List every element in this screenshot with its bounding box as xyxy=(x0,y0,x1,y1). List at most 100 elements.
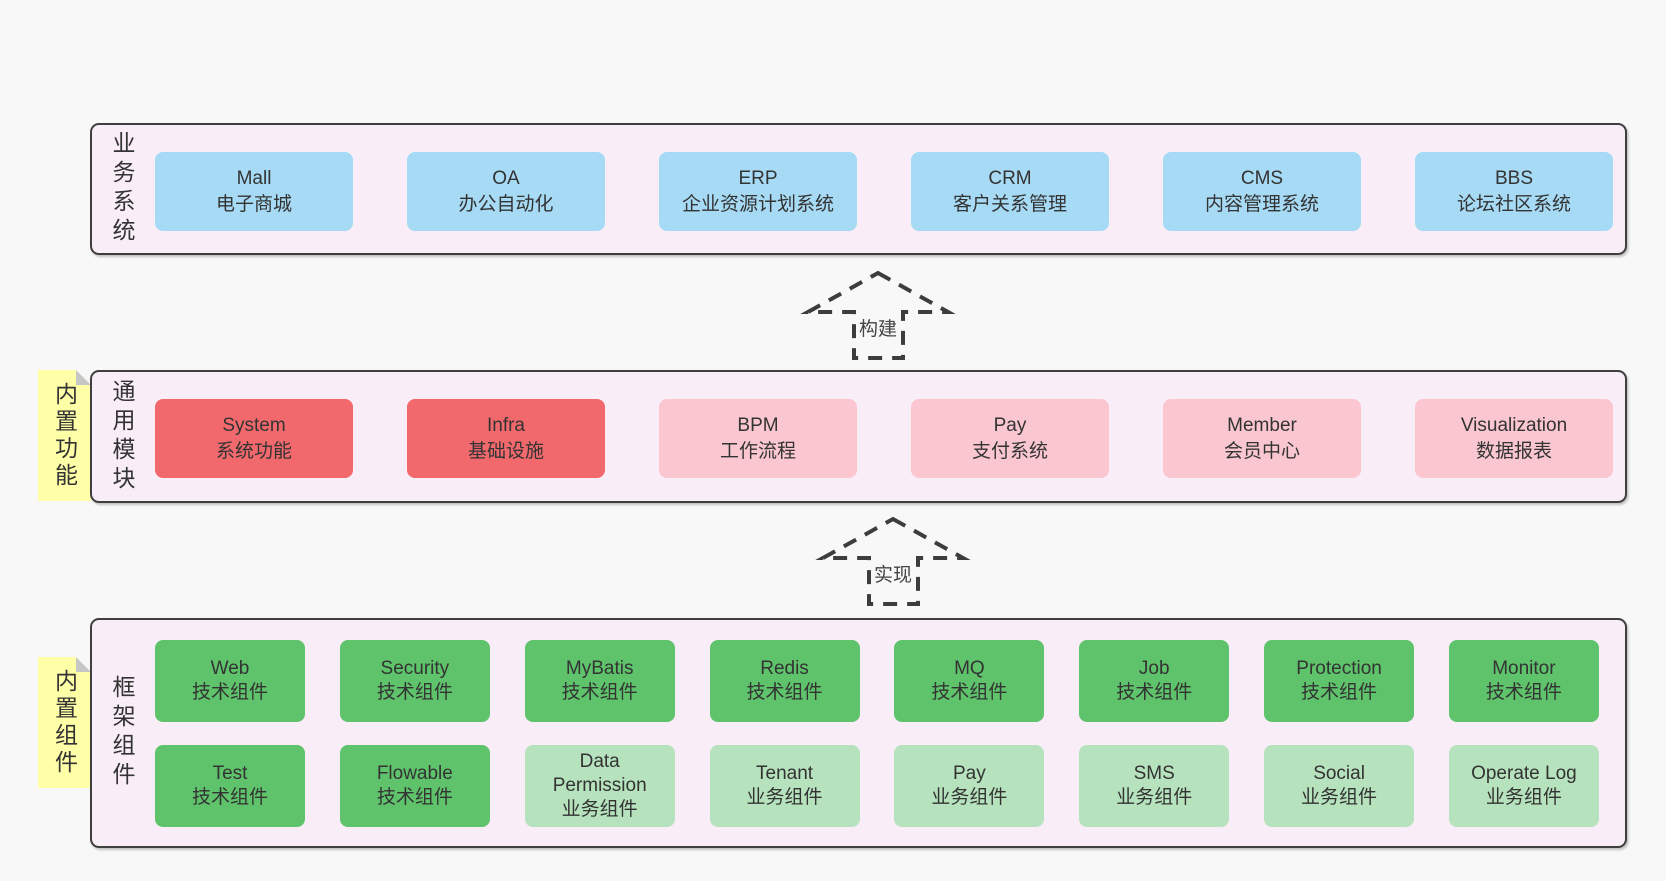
box-title: Tenant xyxy=(756,763,814,784)
implement-arrow-label: 实现 xyxy=(870,560,916,587)
module-box: CMS 内容管理系统 xyxy=(1163,152,1361,231)
box-title: SMS xyxy=(1133,763,1175,784)
module-box: Operate Log 业务组件 xyxy=(1448,745,1599,827)
box-title: Test xyxy=(212,763,248,784)
box-title: Flowable xyxy=(376,763,453,784)
box-title: Operate Log xyxy=(1471,763,1577,784)
box-subtitle: 业务组件 xyxy=(1301,787,1378,808)
box-subtitle: 论坛社区系统 xyxy=(1456,193,1571,215)
layer-label-framework-components: 框架组件 xyxy=(109,675,135,791)
box-subtitle: 技术组件 xyxy=(746,682,823,703)
box-title: Protection xyxy=(1296,658,1382,679)
module-box: Data Permission 业务组件 xyxy=(524,745,675,827)
module-box: ERP 企业资源计划系统 xyxy=(659,152,857,231)
module-box: System 系统功能 xyxy=(155,399,353,478)
box-subtitle: 基础设施 xyxy=(467,440,544,462)
module-box: Visualization 数据报表 xyxy=(1415,399,1613,478)
module-box: BBS 论坛社区系统 xyxy=(1415,152,1613,231)
box-title: System xyxy=(222,414,286,436)
box-title: Data Permission xyxy=(552,751,647,796)
build-arrow-label: 构建 xyxy=(855,314,901,341)
module-box: Mall 电子商城 xyxy=(155,152,353,231)
box-subtitle: 业务组件 xyxy=(561,799,638,820)
box-title: ERP xyxy=(738,167,778,189)
box-subtitle: 会员中心 xyxy=(1223,440,1300,462)
common-modules-box-row: System 系统功能 Infra 基础设施 BPM 工作流程 Pay 支付系统 Member 会… xyxy=(155,399,1613,478)
module-box: Tenant 业务组件 xyxy=(709,745,860,827)
sticky-note-label: 内置功能 xyxy=(51,381,78,490)
box-subtitle: 技术组件 xyxy=(191,787,268,808)
box-title: Redis xyxy=(760,658,809,679)
layer-label-common-modules: 通用模块 xyxy=(109,378,135,495)
module-box: Pay 支付系统 xyxy=(911,399,1109,478)
box-subtitle: 内容管理系统 xyxy=(1204,193,1319,215)
box-title: Job xyxy=(1138,658,1170,679)
box-title: Monitor xyxy=(1492,658,1556,679)
box-subtitle: 业务组件 xyxy=(746,787,823,808)
box-subtitle: 支付系统 xyxy=(971,440,1048,462)
box-title: Mall xyxy=(236,167,272,189)
box-title: Pay xyxy=(993,414,1027,436)
box-subtitle: 技术组件 xyxy=(1301,682,1378,703)
module-box: Flowable 技术组件 xyxy=(339,745,490,827)
box-title: Security xyxy=(380,658,450,679)
module-box: Member 会员中心 xyxy=(1163,399,1361,478)
box-title: MyBatis xyxy=(565,658,634,679)
box-subtitle: 电子商城 xyxy=(215,193,292,215)
box-subtitle: 技术组件 xyxy=(1485,682,1562,703)
box-subtitle: 技术组件 xyxy=(561,682,638,703)
box-subtitle: 技术组件 xyxy=(931,682,1008,703)
module-box: Test 技术组件 xyxy=(155,745,305,827)
box-title: Member xyxy=(1227,414,1297,436)
box-subtitle: 技术组件 xyxy=(376,787,453,808)
module-box: CRM 客户关系管理 xyxy=(911,152,1109,231)
module-box: MyBatis 技术组件 xyxy=(524,640,675,722)
box-subtitle: 客户关系管理 xyxy=(952,193,1067,215)
box-subtitle: 技术组件 xyxy=(191,682,268,703)
box-title: Infra xyxy=(486,414,526,436)
module-box: Social 业务组件 xyxy=(1264,745,1415,827)
box-title: Pay xyxy=(953,763,986,784)
box-title: Social xyxy=(1313,763,1365,784)
module-box: Infra 基础设施 xyxy=(407,399,605,478)
box-subtitle: 业务组件 xyxy=(931,787,1008,808)
module-box: Monitor 技术组件 xyxy=(1448,640,1599,722)
sticky-note-built-in-features: 内置功能 xyxy=(38,370,91,501)
box-subtitle: 系统功能 xyxy=(215,440,292,462)
box-title: MQ xyxy=(954,658,985,679)
sticky-note-built-in-components: 内置组件 xyxy=(38,657,91,788)
dashed-up-arrow-icon xyxy=(800,270,956,360)
sticky-note-label: 内置组件 xyxy=(51,668,78,777)
module-box: MQ 技术组件 xyxy=(894,640,1045,722)
module-box: Pay 业务组件 xyxy=(894,745,1045,827)
layer-label-business-systems: 业务系统 xyxy=(109,131,135,247)
module-box: Web 技术组件 xyxy=(155,640,305,722)
module-box: Protection 技术组件 xyxy=(1264,640,1415,722)
box-title: Web xyxy=(210,658,250,679)
box-title: BPM xyxy=(737,414,779,436)
box-title: Visualization xyxy=(1460,414,1568,436)
implement-arrow-icon: 实现 xyxy=(815,516,971,608)
box-title: CMS xyxy=(1240,167,1284,189)
box-title: OA xyxy=(492,167,520,189)
box-subtitle: 企业资源计划系统 xyxy=(681,193,834,215)
build-arrow-icon: 构建 xyxy=(800,270,956,362)
box-subtitle: 业务组件 xyxy=(1485,787,1562,808)
box-title: CRM xyxy=(988,167,1032,189)
box-title: BBS xyxy=(1494,167,1534,189)
box-subtitle: 技术组件 xyxy=(376,682,453,703)
dashed-up-arrow-icon xyxy=(815,516,971,606)
module-box: BPM 工作流程 xyxy=(659,399,857,478)
box-subtitle: 数据报表 xyxy=(1475,440,1552,462)
module-box: Redis 技术组件 xyxy=(709,640,860,722)
box-subtitle: 工作流程 xyxy=(719,440,796,462)
